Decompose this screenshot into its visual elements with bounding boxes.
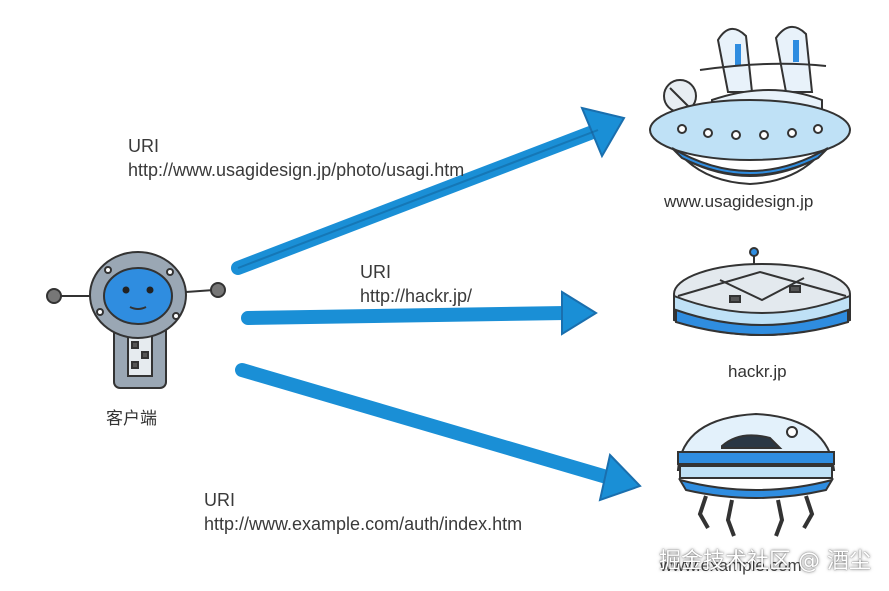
request-3-uri: http://www.example.com/auth/index.htm [204, 514, 523, 534]
space-station-icon [673, 247, 851, 336]
server-1-host: www.usagidesign.jp [664, 192, 814, 211]
arrow-to-hackr [241, 290, 598, 336]
request-1-label: URI http://www.usagidesign.jp/photo/usag… [128, 134, 464, 182]
request-2-label: URI http://hackr.jp/ [360, 260, 472, 308]
arrow-to-usagidesign [231, 106, 626, 275]
arrow-to-example [235, 363, 642, 502]
request-1-uri-title: URI [128, 136, 159, 156]
watermark: 掘金技术社区 @ 酒尘 [659, 549, 871, 574]
request-2-uri-title: URI [360, 262, 391, 282]
client-label: 客户端 [106, 409, 157, 429]
server-3-host: www.example.com [660, 556, 802, 575]
request-3-label: URI http://www.example.com/auth/index.ht… [204, 488, 522, 536]
request-1-uri: http://www.usagidesign.jp/photo/usagi.ht… [128, 160, 465, 180]
request-3-uri-title: URI [204, 490, 235, 510]
request-2-uri: http://hackr.jp/ [360, 286, 473, 306]
spaceship-icon [649, 26, 851, 186]
dome-walker-icon [676, 412, 836, 537]
server-2-host: hackr.jp [728, 362, 787, 381]
robot-client-icon [46, 251, 226, 389]
